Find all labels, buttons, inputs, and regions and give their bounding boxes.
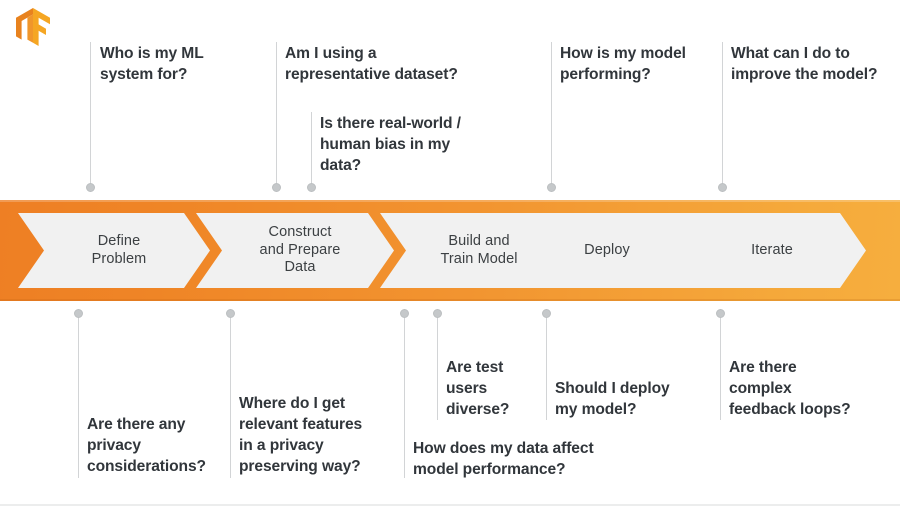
connector-dot-test-users-diverse: [433, 309, 442, 318]
stage-label: Deploy: [584, 241, 630, 258]
connector-line-who-is-my-ml-system-for: [90, 42, 91, 192]
connector-dot-should-i-deploy-my-model: [542, 309, 551, 318]
connector-line-representative-dataset: [276, 42, 277, 192]
connector-dot-real-world-human-bias: [307, 183, 316, 192]
stage-label: Define Problem: [91, 233, 147, 267]
callout-representative-dataset: Am I using a representative dataset?: [285, 45, 458, 83]
connector-dot-how-is-my-model-performing: [547, 183, 556, 192]
band-top-highlight: [0, 200, 900, 202]
connector-line-how-is-my-model-performing: [551, 42, 552, 192]
connector-dot-how-does-data-affect-model: [400, 309, 409, 318]
callout-relevant-features-privacy: Where do I get relevant features in a pr…: [239, 395, 363, 475]
callout-test-users-diverse: Are test users diverse?: [446, 359, 510, 418]
connector-line-how-does-data-affect-model: [404, 309, 405, 478]
connector-line-test-users-diverse: [437, 309, 438, 420]
connector-dot-who-is-my-ml-system-for: [86, 183, 95, 192]
connector-line-complex-feedback-loops: [720, 309, 721, 420]
callout-privacy-considerations: Are there any privacy considerations?: [87, 416, 206, 475]
connector-dot-complex-feedback-loops: [716, 309, 725, 318]
pipeline-stage-define-problem[interactable]: Define Problem: [18, 213, 210, 288]
callout-how-does-data-affect-model: How does my data affect model performanc…: [413, 440, 594, 478]
stage-label: Iterate: [751, 241, 793, 258]
callout-improve-the-model: What can I do to improve the model?: [731, 45, 878, 83]
stage-label: Construct and Prepare Data: [259, 224, 341, 276]
connector-line-relevant-features-privacy: [230, 309, 231, 478]
callout-should-i-deploy-my-model: Should I deploy my model?: [555, 380, 670, 418]
pipeline-stage-construct-prepare[interactable]: Construct and Prepare Data: [196, 213, 394, 288]
callout-real-world-human-bias: Is there real-world / human bias in my d…: [320, 115, 461, 174]
connector-line-real-world-human-bias: [311, 112, 312, 192]
connector-line-should-i-deploy-my-model: [546, 309, 547, 420]
band-bottom-shadow: [0, 299, 900, 301]
callout-how-is-my-model-performing: How is my model performing?: [560, 45, 686, 83]
stage-label: Build and Train Model: [440, 233, 518, 267]
connector-dot-privacy-considerations: [74, 309, 83, 318]
connector-dot-representative-dataset: [272, 183, 281, 192]
connector-dot-improve-the-model: [718, 183, 727, 192]
callout-who-is-my-ml-system-for: Who is my ML system for?: [100, 45, 204, 83]
pipeline-stage-iterate[interactable]: Iterate: [668, 213, 866, 288]
callout-complex-feedback-loops: Are there complex feedback loops?: [729, 359, 851, 418]
connector-line-privacy-considerations: [78, 309, 79, 478]
pipeline-stage-deploy[interactable]: Deploy: [508, 213, 696, 288]
pipeline-stage-build-train[interactable]: Build and Train Model: [380, 213, 568, 288]
tensorflow-logo: [16, 8, 50, 46]
connector-dot-relevant-features-privacy: [226, 309, 235, 318]
connector-line-improve-the-model: [722, 42, 723, 192]
